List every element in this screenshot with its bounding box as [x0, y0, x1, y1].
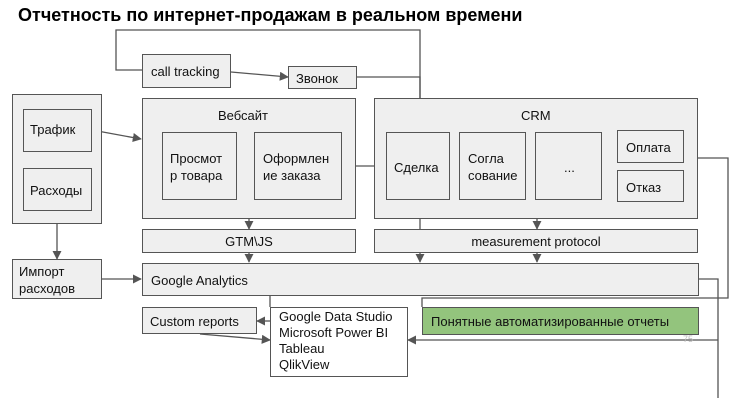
arrow-calltracking-to-deal: [115, 29, 425, 131]
page-number: 75: [683, 334, 694, 344]
auto-reports-node: Понятные автоматизированные отчеты: [422, 307, 699, 335]
zvonok-label: Звонок: [296, 71, 338, 86]
deal-node: Сделка: [386, 132, 450, 200]
google-analytics-label: Google Analytics: [151, 273, 248, 288]
zvonok-node: Звонок: [288, 66, 357, 89]
custom-reports-node: Custom reports: [142, 307, 257, 334]
traffic-node: Трафик: [23, 109, 92, 152]
call-tracking-label: call tracking: [151, 64, 220, 79]
product-view-label: Просмот р товара: [170, 151, 223, 183]
gtm-label: GTM\JS: [225, 233, 273, 249]
approval-node: Согла сование: [459, 132, 526, 200]
payment-node: Оплата: [617, 130, 684, 163]
deal-label: Сделка: [394, 160, 439, 175]
expenses-node: Расходы: [23, 168, 92, 211]
ellipsis-node: ...: [535, 132, 602, 200]
arrow-ga-right-down: [699, 278, 719, 398]
checkout-node: Оформлен ие заказа: [254, 132, 342, 200]
import-expenses-label: Импорт расходов: [19, 264, 75, 296]
checkout-label: Оформлен ие заказа: [263, 151, 330, 183]
payment-label: Оплата: [626, 140, 671, 155]
website-label: Вебсайт: [218, 108, 269, 123]
traffic-label: Трафик: [30, 122, 76, 137]
measurement-protocol-label: measurement protocol: [471, 233, 601, 249]
arrow-custom-to-bi: [199, 333, 271, 344]
auto-reports-label: Понятные автоматизированные отчеты: [431, 314, 670, 329]
crm-label: CRM: [521, 108, 551, 123]
import-expenses-node: Импорт расходов: [12, 259, 102, 299]
custom-reports-label: Custom reports: [150, 314, 239, 329]
product-view-node: Просмот р товара: [162, 132, 237, 200]
arrow-payment-to-reports: [421, 157, 729, 307]
page-title: Отчетность по интернет-продажам в реальн…: [18, 5, 523, 25]
bi-tools-label: Google Data Studio Microsoft Power BI Ta…: [279, 309, 393, 372]
gtm-node: GTM\JS: [142, 229, 356, 253]
call-tracking-node: call tracking: [142, 54, 231, 88]
refusal-node: Отказ: [617, 170, 684, 202]
arrow-calltracking-to-zvonok: [230, 71, 289, 81]
expenses-label: Расходы: [30, 183, 83, 198]
approval-label: Согла сование: [468, 151, 518, 183]
ellipsis-label: ...: [564, 160, 575, 175]
refusal-label: Отказ: [626, 180, 662, 195]
bi-tools-node: Google Data Studio Microsoft Power BI Ta…: [270, 307, 408, 377]
measurement-protocol-node: measurement protocol: [374, 229, 698, 253]
google-analytics-node: Google Analytics: [142, 263, 699, 296]
